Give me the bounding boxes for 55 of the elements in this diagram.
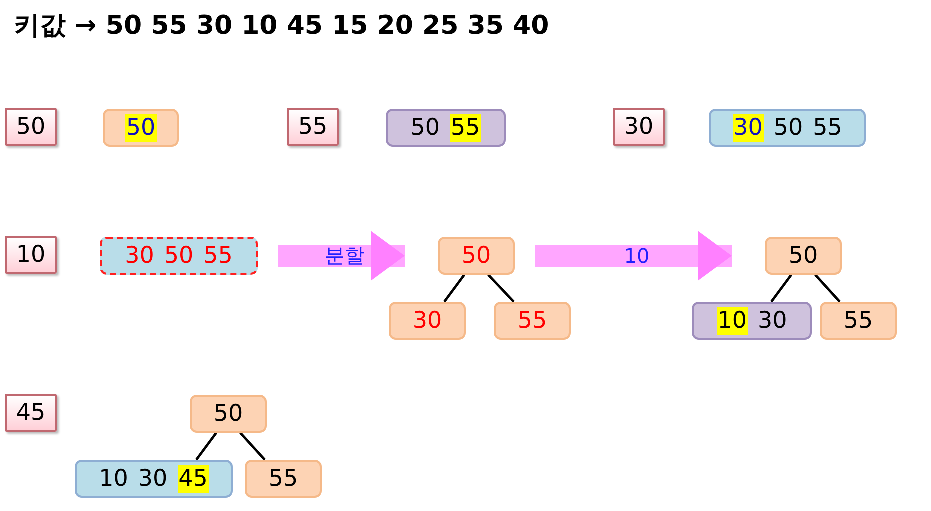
node-box	[389, 302, 466, 340]
highlighted-key: 10	[716, 307, 748, 335]
key-value: 45	[16, 399, 46, 427]
key-value: 55	[204, 242, 233, 270]
edge-label: 분할	[325, 242, 365, 270]
node-box	[103, 109, 179, 147]
tree-line	[444, 274, 466, 303]
node-box	[709, 109, 866, 147]
key-value: 50	[16, 113, 46, 141]
key-value: 10	[16, 241, 46, 269]
key-value: 10	[99, 465, 128, 493]
highlighted-key: 45	[178, 465, 209, 493]
node-box	[438, 237, 515, 275]
key-value: 30	[758, 307, 788, 335]
block-arrow	[278, 231, 405, 281]
node-box	[100, 237, 258, 275]
key-value: 55	[518, 307, 548, 335]
node-box	[75, 460, 233, 498]
block-arrow	[535, 231, 732, 281]
key-value: 50	[462, 242, 492, 270]
key-box	[5, 236, 57, 274]
node-box	[820, 302, 897, 340]
node-box	[765, 237, 842, 275]
key-value: 50	[214, 400, 244, 428]
key-value: 30	[624, 113, 654, 141]
title: 키값 → 50 55 30 10 45 15 20 25 35 40	[14, 10, 550, 43]
key-value: 55	[844, 307, 874, 335]
node-box	[190, 395, 267, 433]
key-box	[613, 108, 665, 146]
key-box	[287, 108, 339, 146]
edge-label: 10	[624, 244, 650, 268]
node-box	[692, 302, 812, 340]
node-box	[245, 460, 322, 498]
key-value: 55	[813, 114, 842, 142]
node-box	[494, 302, 571, 340]
key-value: 55	[268, 465, 298, 493]
key-value: 30	[412, 307, 442, 335]
key-value: 30	[138, 465, 168, 493]
highlighted-key: 55	[450, 114, 482, 142]
key-value: 55	[298, 113, 328, 141]
tree-line	[770, 274, 792, 303]
node-box	[386, 109, 506, 147]
key-value: 30	[125, 242, 154, 270]
tree-line	[196, 432, 218, 461]
key-box	[5, 394, 57, 432]
key-box	[5, 108, 57, 146]
tree-line	[240, 432, 266, 461]
highlighted-key: 30	[732, 114, 764, 142]
tree-line	[814, 274, 841, 303]
key-value: 50	[410, 114, 440, 142]
tree-line	[488, 274, 515, 303]
key-value: 50	[164, 242, 194, 270]
highlighted-key: 50	[125, 114, 157, 142]
key-value: 50	[788, 242, 818, 270]
key-value: 50	[774, 114, 804, 142]
